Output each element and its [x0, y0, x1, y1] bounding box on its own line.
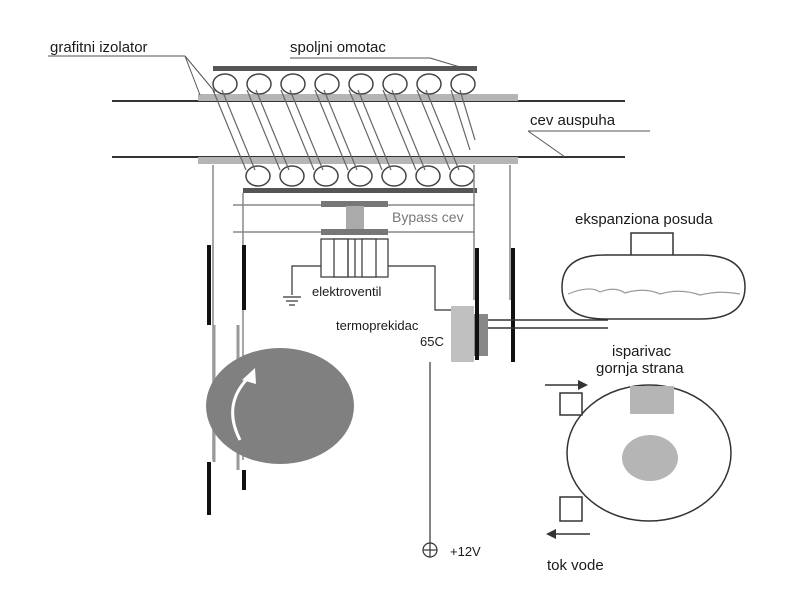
label-expansion-tank: ekspanziona posuda — [575, 211, 713, 228]
tank-connector — [488, 319, 608, 329]
label-thermo-switch-line1: termoprekidac — [336, 318, 419, 333]
coil-top-row — [212, 73, 476, 95]
pump-arrow-head — [242, 368, 256, 384]
flow-arrow-in — [545, 380, 588, 390]
solenoid-valve — [320, 238, 389, 278]
label-water-flow: tok vode — [547, 557, 604, 574]
bypass-assembly — [321, 201, 388, 235]
pump-rotation-arrow — [231, 376, 250, 441]
graphite-insulator-top — [198, 94, 518, 101]
label-evaporator-line2: gornja strana — [596, 360, 684, 377]
expansion-tank-water-level — [567, 288, 741, 296]
supply-terminal — [422, 542, 438, 558]
graphite-insulator-bottom — [198, 157, 518, 164]
water-hoses — [207, 245, 515, 515]
leader-lines — [48, 55, 650, 158]
valve-wiring — [283, 265, 452, 311]
label-evaporator-line1: isparivac — [612, 343, 672, 360]
label-solenoid-valve: elektroventil — [312, 284, 381, 299]
evaporator-connectors — [559, 392, 583, 522]
coil-diagonals — [212, 89, 476, 171]
label-bypass-pipe: Bypass cev — [392, 209, 464, 225]
label-supply-voltage: +12V — [450, 544, 481, 559]
label-exhaust-pipe: cev auspuha — [530, 112, 616, 129]
label-outer-jacket: spoljni omotac — [290, 39, 386, 56]
evaporator-top-block — [630, 386, 674, 414]
evaporator-core — [622, 435, 678, 481]
pump — [206, 348, 354, 464]
label-graphite-insulator: grafitni izolator — [50, 39, 148, 56]
expansion-tank — [561, 232, 746, 320]
thermo-switch — [451, 306, 488, 362]
coil-bottom-row — [245, 165, 475, 187]
outer-jacket-top — [213, 66, 477, 71]
outer-jacket-bottom — [243, 188, 477, 193]
flow-arrow-out — [546, 529, 590, 539]
label-thermo-switch-line2: 65C — [420, 334, 444, 349]
